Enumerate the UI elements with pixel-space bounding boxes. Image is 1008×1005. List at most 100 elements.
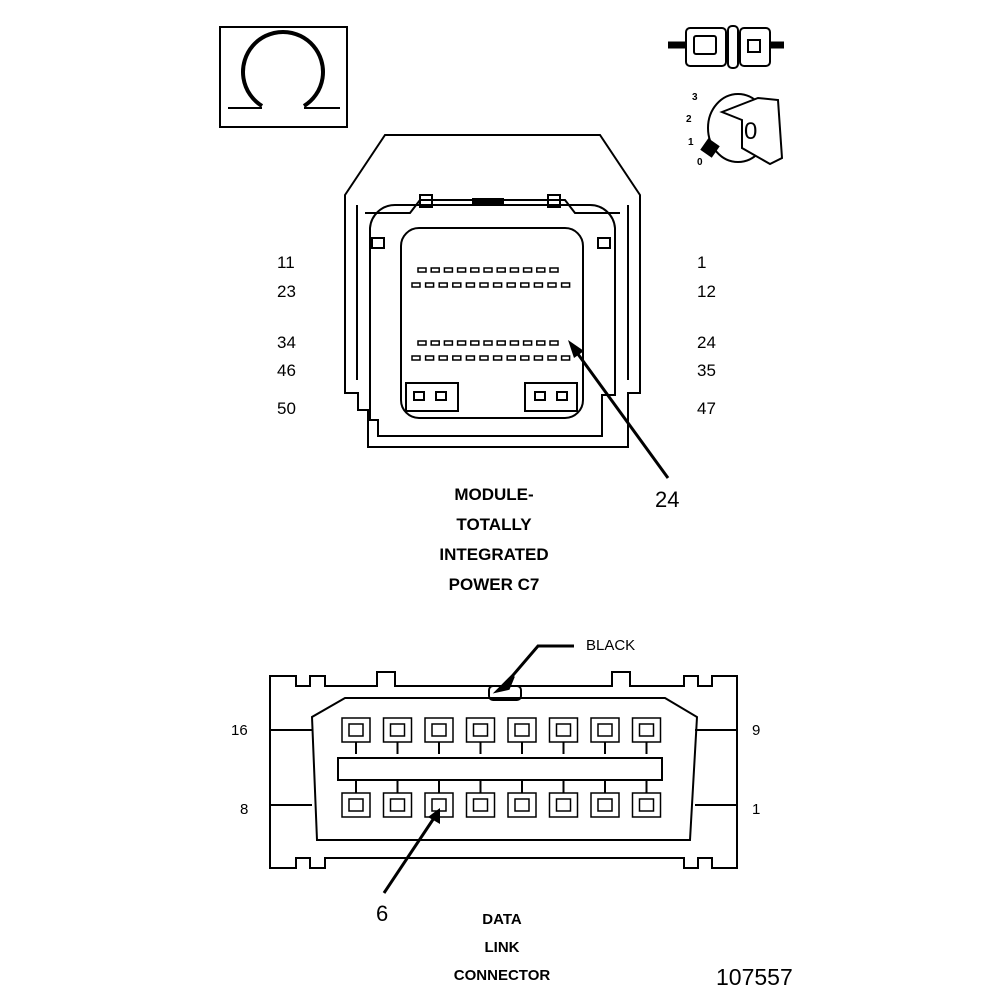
ignition-position-1: 1 [688,137,694,148]
module-pin-cavity [465,282,476,288]
module-caption-line-2: TOTALLY [456,515,532,534]
module-pin-cavity [533,355,544,361]
dlc-pin-contact [638,723,655,737]
module-pin-cavity [430,340,440,346]
module-pin-cavity [456,267,467,273]
module-pin-cavity [424,282,435,288]
ohm-icon [219,26,348,128]
module-pin-cavity [560,355,571,361]
ignition-position-0: 0 [697,157,703,168]
dlc-callout-label: 6 [376,901,389,926]
dlc-pin-contact [514,723,530,737]
module-pin-cavity [417,340,427,346]
module-pin-cavity [509,267,520,273]
module-pin-cavity [452,355,462,361]
module-pin-label-24: 24 [697,333,716,352]
module-pin-cavity [496,340,506,346]
module-caption-line-4: POWER C7 [448,575,540,594]
module-pin-cavity [506,282,516,288]
module-caption-line-1: MODULE- [454,485,534,504]
dlc-pin-label-1: 1 [752,801,761,818]
dlc-color-label: BLACK [586,637,636,654]
module-caption: MODULE- TOTALLY INTEGRATED POWER C7 [394,480,594,600]
module-pin-cavity [479,282,489,288]
module-pin-cavity [483,340,493,346]
ignition-key-label: 0 [744,118,758,145]
module-pin-cavity [411,355,421,361]
module-connector [344,134,641,448]
module-pin-cavity [470,340,480,346]
module-pin-cavity [424,355,435,361]
ignition-position-3: 3 [692,92,698,103]
module-pin-cavity [547,355,557,361]
module-pin-cavity [430,267,440,273]
module-pin-cavity [509,340,520,346]
module-pin-cavity [492,355,503,361]
module-pin-cavity [506,355,516,361]
module-pin-cavity [479,355,489,361]
module-pin-label-35: 35 [697,361,716,380]
module-pin-cavity [438,282,448,288]
dlc-pin-contact [555,798,572,812]
module-caption-line-3: INTEGRATED [439,545,549,564]
dlc-pin-contact [389,723,406,737]
module-pin-cavity [443,267,454,273]
dlc-pin-label-9: 9 [752,722,761,739]
module-pin-cavity [452,282,462,288]
module-pin-label-34: 34 [277,333,296,352]
dlc-pin-contact [514,798,530,812]
module-pin-label-11: 11 [277,253,295,272]
module-pin-cavity [492,282,503,288]
dlc-pin-contact [431,723,447,737]
dlc-pin-contact [389,798,406,812]
module-pin-label-12: 12 [697,282,716,301]
dlc-pin-contact [348,798,364,812]
module-pin-label-23: 23 [277,282,296,301]
module-pin-cavity [465,355,476,361]
module-pin-cavity [536,340,546,346]
dlc-pin-rows [341,717,662,818]
callout-arrow-black [492,644,574,694]
module-pin-cavity [496,267,506,273]
figure-number: 107557 [716,964,793,990]
module-pin-cavity [470,267,480,273]
dlc-pin-label-16: 16 [231,722,248,739]
dlc-caption: DATA LINK CONNECTOR [402,906,602,990]
callout-arrow-pin-24 [568,340,670,479]
module-pin-label-50: 50 [277,399,296,418]
module-pin-cavity [520,355,530,361]
module-pin-cavity [438,355,448,361]
dlc-caption-line-2: LINK [484,939,520,956]
module-pin-label-47: 47 [697,399,716,418]
module-pin-cavity [533,282,544,288]
dlc-pin-contact [597,723,613,737]
dlc-pin-contact [472,723,489,737]
module-pin-cavity [547,282,557,288]
ignition-position-2: 2 [686,114,692,125]
module-pin-label-1: 1 [697,253,707,272]
dlc-caption-line-3: CONNECTOR [453,967,551,984]
module-pin-cavity [522,267,533,273]
module-pin-cavity [483,267,493,273]
module-pin-rows [411,267,571,361]
dlc-pin-contact [472,798,489,812]
module-pin-label-46: 46 [277,361,296,380]
dlc-pin-contact [597,798,613,812]
module-pin-cavity [536,267,546,273]
module-pin-cavity [417,267,427,273]
ignition-switch-icon [700,93,784,166]
dlc-pin-label-8: 8 [240,801,249,818]
callout-arrow-pin-6 [382,808,440,894]
module-pin-cavity [443,340,454,346]
dlc-pin-contact [555,723,572,737]
connector-icon [668,25,784,69]
module-pin-cavity [560,282,571,288]
dlc-pin-contact [638,798,655,812]
module-pin-cavity [522,340,533,346]
module-pin-cavity [549,267,559,273]
module-pin-cavity [549,340,559,346]
data-link-connector [269,671,738,869]
module-pin-cavity [456,340,467,346]
